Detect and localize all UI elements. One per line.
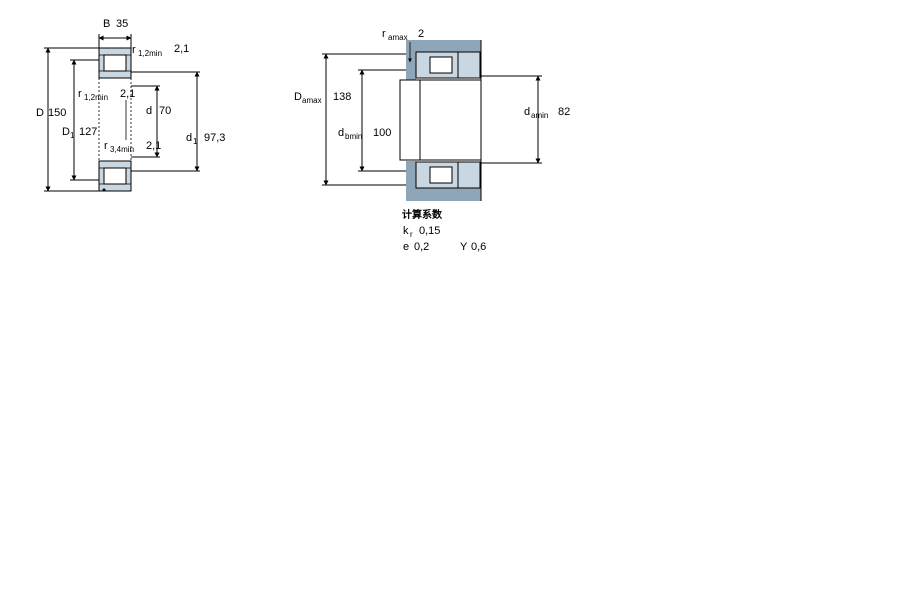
svg-text:97,3: 97,3	[204, 132, 225, 144]
svg-text:D: D	[36, 107, 44, 119]
svg-text:70: 70	[159, 105, 171, 117]
svg-text:r: r	[382, 28, 386, 40]
bearing-cross-section	[44, 34, 200, 192]
svg-text:2,1: 2,1	[120, 88, 135, 100]
label-D: D 150	[36, 107, 66, 119]
svg-text:0,15: 0,15	[419, 225, 440, 237]
svg-text:amax: amax	[302, 96, 322, 105]
label-r34: r 3,4min 2,1	[104, 140, 161, 154]
factor-Y: Y 0,6	[460, 241, 486, 253]
calc-factors-heading: 计算系数	[402, 208, 443, 221]
label-db: d bmin 100	[338, 127, 391, 141]
svg-text:1,2min: 1,2min	[138, 49, 162, 58]
svg-text:2,1: 2,1	[174, 43, 189, 55]
svg-text:B: B	[103, 18, 110, 30]
svg-text:138: 138	[333, 91, 351, 103]
label-Da: D amax 138	[294, 91, 351, 105]
svg-text:Y: Y	[460, 241, 468, 253]
svg-text:r: r	[132, 44, 136, 56]
mounting-cross-section	[322, 40, 542, 201]
label-d: d 70	[146, 105, 171, 117]
label-B: B 35	[103, 18, 128, 30]
svg-text:amin: amin	[531, 111, 548, 120]
svg-text:2,1: 2,1	[146, 140, 161, 152]
svg-text:1: 1	[193, 137, 198, 146]
svg-text:35: 35	[116, 18, 128, 30]
svg-text:0,6: 0,6	[471, 241, 486, 253]
label-d1: d 1 97,3	[186, 132, 225, 146]
label-ra: r amax 2	[382, 28, 424, 42]
svg-text:r: r	[78, 88, 82, 100]
bearing-section-bottom	[98, 160, 132, 192]
svg-text:k: k	[403, 225, 409, 237]
svg-text:82: 82	[558, 106, 570, 118]
svg-text:2: 2	[418, 28, 424, 40]
label-D1: D 1 127	[62, 126, 97, 140]
label-r12-inner: r 1,2min 2,1	[78, 88, 135, 102]
svg-text:100: 100	[373, 127, 391, 139]
svg-text:d: d	[146, 105, 152, 117]
svg-text:3,4min: 3,4min	[110, 145, 134, 154]
svg-text:bmin: bmin	[345, 132, 362, 141]
bearing-section-top	[98, 47, 132, 79]
calc-factors: 计算系数 k r 0,15 e 0,2 Y 0,6	[402, 208, 486, 253]
svg-text:amax: amax	[388, 33, 408, 42]
label-r12-top: r 1,2min 2,1	[132, 43, 189, 58]
svg-text:0,2: 0,2	[414, 241, 429, 253]
svg-text:D: D	[294, 91, 302, 103]
svg-text:d: d	[524, 106, 530, 118]
svg-text:1: 1	[70, 131, 75, 140]
factor-kr: k r 0,15	[403, 225, 440, 239]
svg-text:d: d	[338, 127, 344, 139]
svg-text:150: 150	[48, 107, 66, 119]
svg-text:1,2min: 1,2min	[84, 93, 108, 102]
svg-text:D: D	[62, 126, 70, 138]
svg-text:r: r	[410, 230, 413, 239]
svg-text:127: 127	[79, 126, 97, 138]
factor-e: e 0,2	[403, 241, 429, 253]
label-da: d amin 82	[524, 106, 570, 120]
svg-text:r: r	[104, 140, 108, 152]
svg-text:d: d	[186, 132, 192, 144]
svg-text:e: e	[403, 241, 409, 253]
